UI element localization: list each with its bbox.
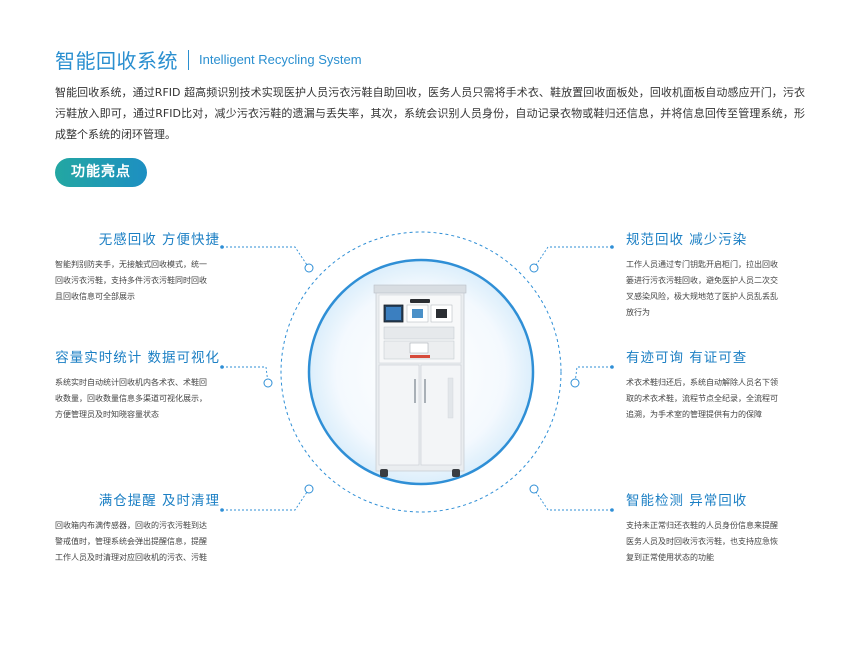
title-divider [188,49,189,70]
outer-dashed-circle [280,231,562,513]
feature-desc: 系统实时自动统计回收机内各术衣、术鞋回 收数量，回收数量信息多渠道可视化展示， … [55,378,207,419]
feature-title: 有迹可询 有证可查 [626,350,748,366]
feature-card: 智能检测 异常回收 支持未正常归还衣鞋的人员身份信息来提醒 医务人员及时回收污衣… [626,489,796,566]
feature-desc: 智能判别防夹手，无接触式回收模式，统一 回收污衣污鞋，支持多件污衣污鞋同时回收 … [55,260,207,301]
node-dot [570,378,580,388]
feature-title: 容量实时统计 数据可视化 [55,350,220,366]
feature-card: 容量实时统计 数据可视化 系统实时自动统计回收机内各术衣、术鞋回 收数量，回收数… [55,346,220,423]
feature-desc: 回收箱内布满传感器，回收的污衣污鞋到达 警戒值时，管理系统会弹出提醒信息，提醒 … [55,521,207,562]
feature-title: 无感回收 方便快捷 [98,232,220,248]
feature-card: 规范回收 减少污染 工作人员通过专门钥匙开启柜门，拉出回收 篓进行污衣污鞋回收，… [626,228,796,321]
feature-desc: 术衣术鞋归还后，系统自动解除人员名下领 取的术衣术鞋，流程节点全纪录，全流程可 … [626,378,778,419]
feature-card: 有迹可询 有证可查 术衣术鞋归还后，系统自动解除人员名下领 取的术衣术鞋，流程节… [626,346,796,423]
feature-title: 满仓提醒 及时清理 [98,493,220,509]
title-english: Intelligent Recycling System [199,52,362,67]
feature-desc: 支持未正常归还衣鞋的人员身份信息来提醒 医务人员及时回收污衣污鞋，也支持应急恢 … [626,521,778,562]
feature-title: 规范回收 减少污染 [626,232,748,248]
feature-card: 满仓提醒 及时清理 回收箱内布满传感器，回收的污衣污鞋到达 警戒值时，管理系统会… [55,489,220,566]
node-dot [304,484,314,494]
feature-card: 无感回收 方便快捷 智能判别防夹手，无接触式回收模式，统一 回收污衣污鞋，支持多… [55,228,220,305]
feature-desc: 工作人员通过专门钥匙开启柜门，拉出回收 篓进行污衣污鞋回收，避免医护人员二次交 … [626,260,778,317]
node-dot [263,378,273,388]
feature-title: 智能检测 异常回收 [626,493,748,509]
node-dot [304,263,314,273]
highlights-badge: 功能亮点 [55,158,147,187]
node-dot [529,263,539,273]
intro-paragraph: 智能回收系统，通过RFID 超高频识别技术实现医护人员污衣污鞋自助回收，医务人员… [55,86,805,141]
title-chinese: 智能回收系统 [55,49,178,73]
recycling-cabinet-image [370,283,470,483]
page-title: 智能回收系统 Intelligent Recycling System [55,45,362,74]
node-dot [529,484,539,494]
